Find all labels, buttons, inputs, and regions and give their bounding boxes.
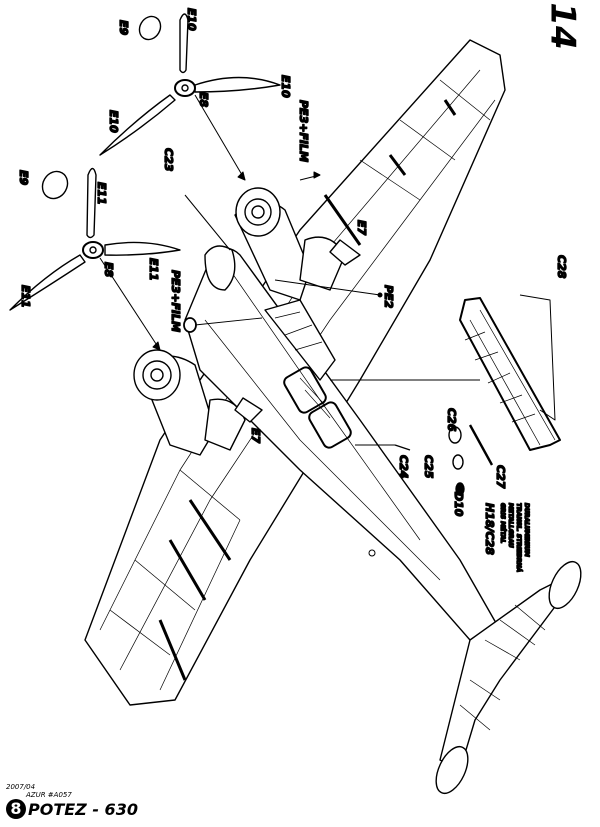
label-pe3-lower: PE3+FILM (169, 270, 182, 332)
assembly-lines (99, 94, 556, 446)
label-c28: C28 (555, 255, 568, 279)
footer-code: AZUR #A057 (26, 791, 72, 799)
panel-c28 (459, 297, 561, 451)
label-c27: C27 (494, 465, 507, 489)
label-e7-right: E7 (355, 220, 368, 236)
label-e9-lower: E9 (17, 170, 30, 186)
label-e11-right: E11 (147, 258, 160, 281)
footer-date: 2007/04 (6, 783, 36, 791)
small-parts (183, 317, 494, 496)
label-e8-upper: E8 (197, 92, 210, 108)
part-labels: E9 E10 E10 E10 E8 E9 E11 E11 E11 E8 C23 … (16, 7, 568, 573)
label-c25: C25 (422, 455, 435, 479)
label-e9-upper: E9 (117, 20, 130, 36)
label-paint-4: GRIS MÉTAL (499, 503, 507, 544)
label-c24: C24 (397, 455, 410, 478)
label-e7-left: E7 (249, 428, 262, 444)
tail (435, 560, 582, 795)
footer: 2007/04 AZUR #A057 8 POTEZ - 630 (6, 783, 138, 819)
label-c23: C23 (162, 148, 175, 172)
footer-title: POTEZ - 630 (28, 799, 138, 819)
nacelle-left (133, 349, 263, 456)
propeller-upper (99, 13, 281, 156)
label-paint-3: METALLGRAU (507, 503, 514, 548)
label-paint-1: DURALUMINIUM (523, 503, 530, 557)
propeller-lower (9, 167, 181, 311)
label-e10-left: E10 (107, 110, 120, 133)
label-d10: D10 (452, 492, 465, 517)
footer-badge: 8 (6, 799, 26, 819)
label-e10-right: E10 (279, 75, 292, 98)
label-e8-lower: E8 (102, 262, 115, 278)
label-paint-2: TRANSL. STRIEBRNÁ (515, 503, 522, 572)
label-h18: H18/C28 (483, 503, 496, 555)
fuselage (184, 245, 501, 651)
label-c26: C26 (445, 408, 458, 432)
label-pe2: PE2 (382, 285, 395, 309)
label-e11-top: E11 (95, 182, 108, 205)
label-pe3-upper: PE3+FILM (297, 100, 310, 162)
label-e10-top: E10 (185, 8, 198, 31)
nacelle-right (234, 187, 361, 301)
label-e11-left: E11 (19, 285, 32, 308)
